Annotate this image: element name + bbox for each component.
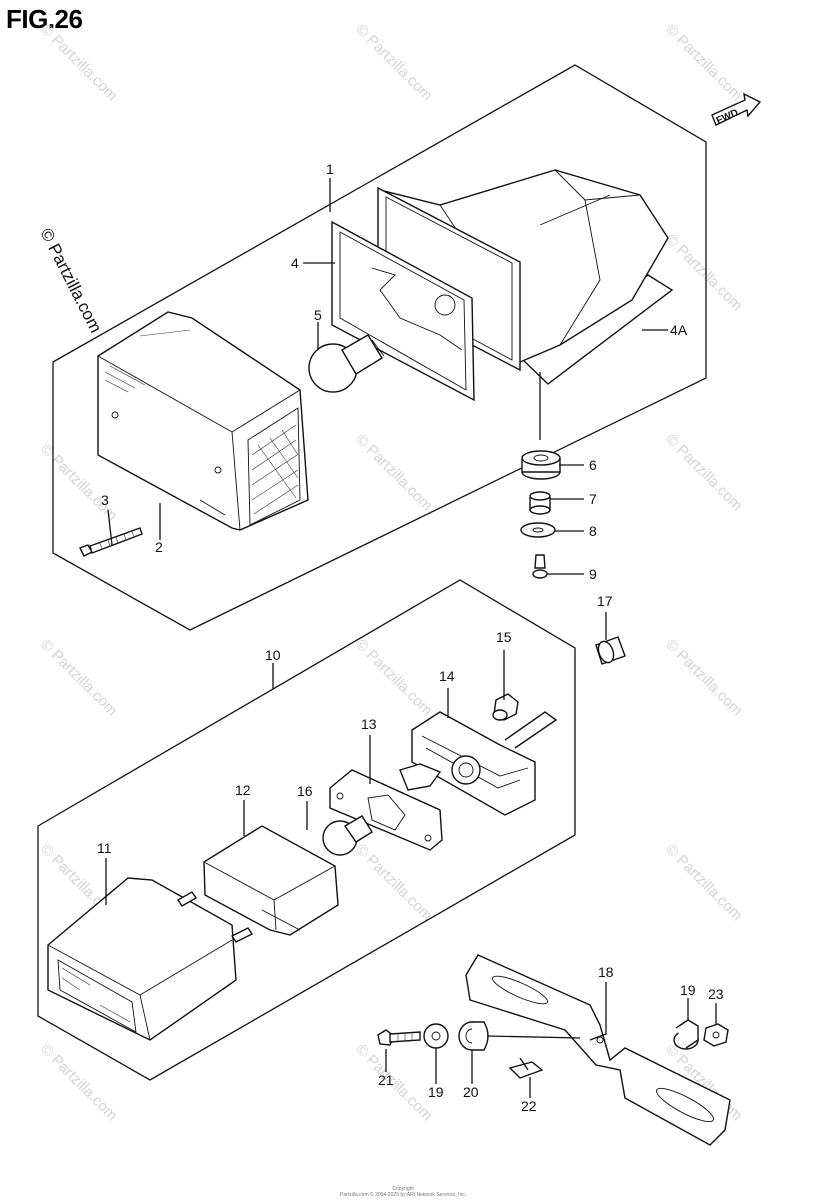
partzilla-logo-text: © Partzilla.com [36,225,105,336]
watermark: © Partzilla.com [352,21,435,104]
watermark: © Partzilla.com [662,841,745,924]
lens-hatching [251,424,299,515]
callout-20: 20 [463,1084,479,1100]
part-spacer [595,636,626,665]
copyright-notice: Copyright Partzilla.com © 2004-2025 by A… [340,1186,466,1198]
part-nut-right [673,1019,699,1050]
part-clip [508,1061,544,1079]
part-washer [520,522,556,538]
watermark: © Partzilla.com [37,636,120,719]
callout-10: 10 [265,647,281,663]
callout-18: 18 [598,964,614,980]
callout-7: 7 [589,491,597,507]
part-bolt [377,1029,421,1046]
callout-9: 9 [589,566,597,582]
callout-17: 17 [597,593,613,609]
part-bulb-upper [308,334,385,393]
callout-12: 12 [235,782,251,798]
callout-8: 8 [589,523,597,539]
figure-title: FIG.26 [6,4,83,34]
watermark: © Partzilla.com [352,636,435,719]
callout-13: 13 [361,716,377,732]
callout-1: 1 [326,161,334,177]
part-socket-housing [411,711,558,816]
callout-22: 22 [521,1098,537,1114]
callout-21: 21 [378,1072,394,1088]
watermark: © Partzilla.com [662,21,745,104]
watermark: © Partzilla.com [352,431,435,514]
lens-top-hatching [104,329,191,393]
callout-14: 14 [439,668,455,684]
upper-assembly-frame [52,64,707,631]
watermark: © Partzilla.com [662,231,745,314]
fwd-label: FWD [715,107,740,126]
part-screw-short [532,554,548,579]
copyright-line-2: Partzilla.com © 2004-2025 by ARI Network… [340,1192,467,1198]
part-grommet-lower [458,1021,489,1051]
leader-lines [105,178,717,1098]
callout-6: 6 [589,457,597,473]
watermark: © Partzilla.com [352,841,435,924]
part-gasket [331,220,475,402]
callout-4A: 4A [670,322,688,338]
callout-4: 4 [291,255,299,271]
part-mounting-plate [329,763,443,851]
lower-assembly-frame [37,579,576,1081]
part-lamp-body [47,877,254,1041]
watermark: © Partzilla.com [37,1041,120,1124]
callout-23: 23 [708,986,724,1002]
part-lock-nut [703,1023,729,1047]
watermark: © Partzilla.com [662,636,745,719]
callout-2: 2 [155,539,163,555]
callout-15: 15 [496,629,512,645]
part-washer-left [423,1023,449,1049]
part-collar [529,491,551,515]
callout-11: 11 [97,840,112,856]
watermark: © Partzilla.com [662,431,745,514]
lamp-body-hatching [61,967,133,1031]
part-screw-long [79,527,143,557]
callout-5: 5 [314,307,322,323]
watermark: © Partzilla.com [37,21,120,104]
part-grommet [521,450,561,480]
part-bulb-lower [322,815,373,856]
part-license-bracket [465,954,731,1146]
callout-19-left: 19 [428,1084,444,1100]
part-bolt-cap [492,693,519,721]
part-lens [97,311,309,531]
callout-3: 3 [101,492,109,508]
copyright-line-1: Copyright [392,1186,414,1192]
callout-16: 16 [297,783,313,799]
callout-19-right: 19 [680,982,696,998]
watermark: © Partzilla.com [352,1041,435,1124]
part-reflector-cover [203,825,339,936]
